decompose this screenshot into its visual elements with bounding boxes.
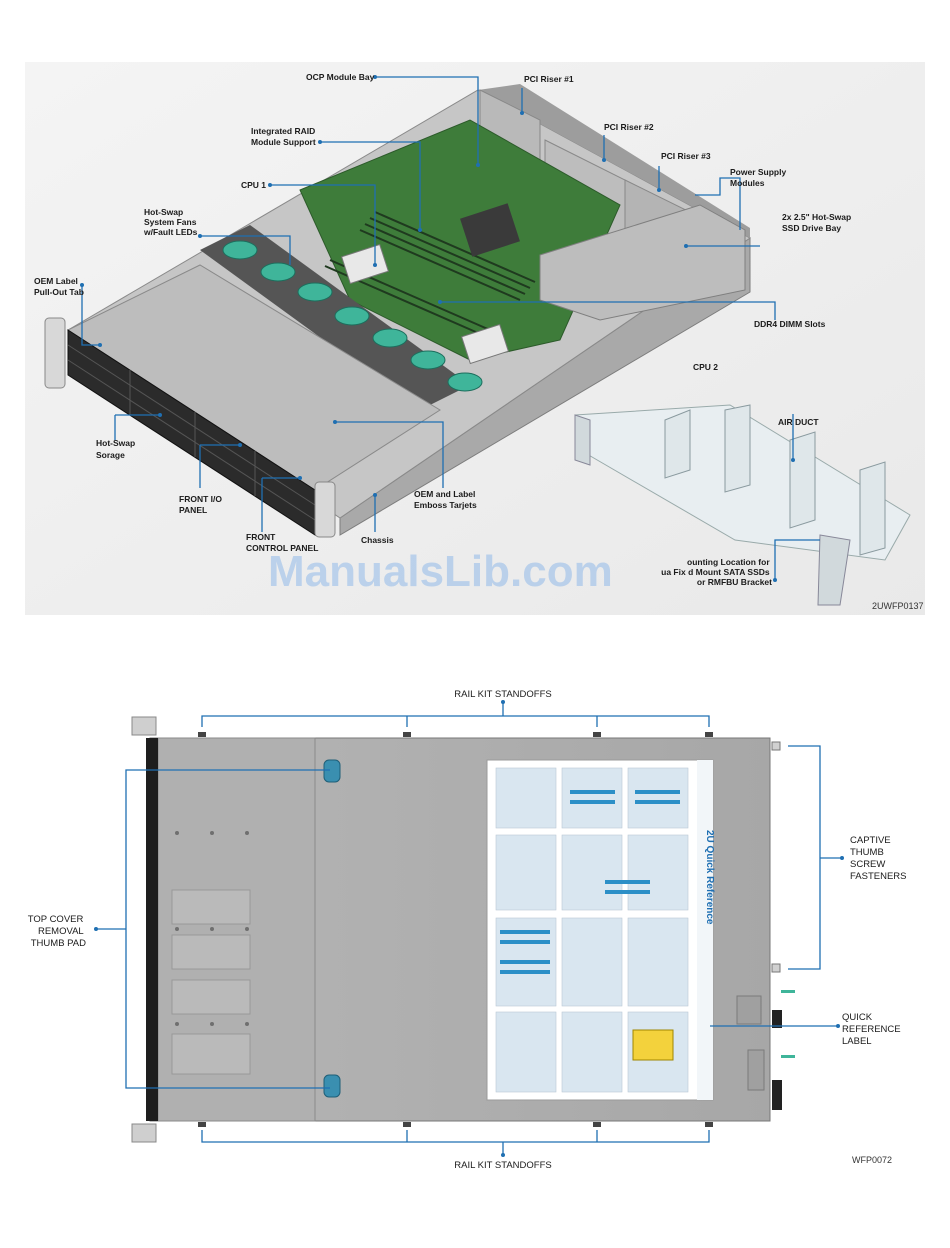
- label-oem-emboss-targets: OEM and Label Emboss Tarjets: [414, 489, 478, 510]
- rack-ear-bottom: [131, 1123, 157, 1143]
- figure1-code: 2UWFP0137: [872, 601, 924, 611]
- rear-panel-plate: [736, 995, 762, 1025]
- cpu2-socket: [461, 323, 509, 365]
- figure2-code: WFP0072: [852, 1155, 892, 1165]
- label-pci-riser-2: PCI Riser #2: [604, 122, 654, 132]
- figure1: OCP Module Bay PCI Riser #1 PCI Riser #2…: [25, 62, 925, 615]
- thumb-pad-top: [323, 759, 341, 783]
- front-bezel: [146, 738, 158, 1121]
- label-cpu2: CPU 2: [693, 362, 718, 372]
- label-chassis: Chassis: [361, 535, 394, 545]
- label-captive-thumb-screws: CAPTIVE THUMB SCREW FASTENERS: [850, 835, 907, 882]
- label-pci-riser-3: PCI Riser #3: [661, 151, 711, 161]
- cover-screws: [175, 831, 249, 1026]
- rail-top-bracket: [201, 715, 710, 727]
- label-cpu1: CPU 1: [241, 180, 266, 190]
- label-front-io-panel: FRONT I/O PANEL: [179, 494, 224, 515]
- air-duct-illustration: [574, 404, 911, 606]
- label-mounting-location: ounting Location for ua Fix d Mount SATA…: [661, 557, 772, 587]
- label-rail-kit-bottom: RAIL KIT STANDOFFS: [454, 1160, 551, 1171]
- chassis-rear-wall: [478, 84, 750, 238]
- cover-panels: [171, 889, 251, 1075]
- label-front-control-panel: FRONT CONTROL PANEL: [246, 532, 318, 553]
- heatsink: [460, 203, 520, 257]
- fans: [222, 240, 483, 392]
- label-air-duct: AIR DUCT: [778, 417, 819, 427]
- captive-screw-bracket: [788, 745, 821, 970]
- warning-icon: [632, 1029, 674, 1061]
- rail-standoffs: [198, 732, 713, 1127]
- label-ddr4-dimm: DDR4 DIMM Slots: [754, 319, 826, 329]
- psu-bay: [539, 204, 746, 321]
- label-pci-riser-1: PCI Riser #1: [524, 74, 574, 84]
- server-chassis-illustration: [44, 84, 751, 538]
- thumb-pad-bottom: [323, 1074, 341, 1098]
- rear-connectors: [772, 1010, 782, 1110]
- rack-ear-top: [131, 716, 157, 736]
- label-ocp-module-bay: OCP Module Bay: [306, 72, 375, 82]
- rack-ear-left: [44, 317, 66, 389]
- rear-panel-slot: [747, 1049, 765, 1091]
- rail-bottom-bracket: [201, 1130, 710, 1143]
- label-integrated-raid: Integrated RAID Module Support: [251, 126, 318, 147]
- figure1-leader-dots: [80, 75, 795, 582]
- cpu1-socket: [341, 243, 389, 285]
- figure2: 2U Quick Reference: [28, 689, 907, 1171]
- label-ssd-drive-bay: 2x 2.5" Hot-Swap SSD Drive Bay: [782, 212, 854, 233]
- label-top-cover-removal: TOP COVER REMOVAL THUMB PAD: [28, 914, 86, 949]
- label-quick-reference: QUICK REFERENCE LABEL: [842, 1012, 903, 1047]
- rear-status-leds: [781, 990, 795, 1058]
- label-system-fans: Hot-Swap System Fans w/Fault LEDs: [143, 207, 199, 237]
- quick-reference-label: 2U Quick Reference: [486, 759, 715, 1101]
- captive-screws: [771, 741, 781, 973]
- label-power-supply: Power Supply Modules: [730, 167, 789, 188]
- label-oem-pull-out-tab: OEM Label Pull-Out Tab: [34, 276, 84, 297]
- rack-ear-right: [314, 481, 336, 538]
- quick-reference-title: 2U Quick Reference: [704, 830, 715, 925]
- watermark: ManualsLib.com: [268, 547, 613, 596]
- figure1-leaders: [81, 76, 820, 580]
- label-hot-swap-storage: Hot-Swap Sorage: [96, 438, 138, 460]
- label-rail-kit-top: RAIL KIT STANDOFFS: [454, 689, 551, 700]
